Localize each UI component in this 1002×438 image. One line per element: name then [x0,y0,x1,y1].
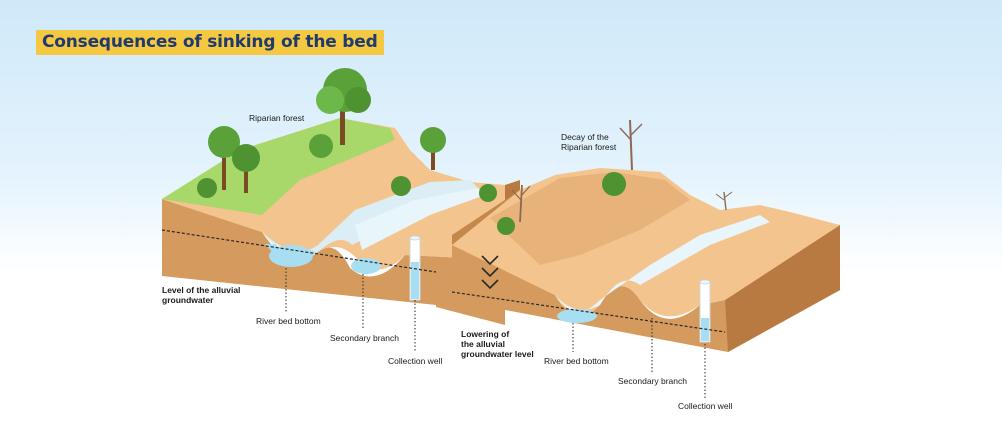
right-soil-block [451,168,840,352]
label-secondary-branch-left: Secondary branch [330,333,399,343]
label-riparian-forest: Riparian forest [249,113,305,123]
label-decay-riparian-forest: Decay of the Riparian forest [561,132,617,152]
label-secondary-branch-right: Secondary branch [618,376,687,386]
riparian-forest-trees [197,68,497,202]
diagram-title: Consequences of sinking of the bed [36,30,384,55]
leader-lines [285,268,706,398]
label-lowering-groundwater: Lowering of the alluvial groundwater lev… [461,329,534,359]
decayed-forest [497,119,733,235]
label-level-alluvial-groundwater: Level of the alluvial groundwater [162,285,241,305]
label-collection-well-left: Collection well [388,356,443,366]
label-river-bed-bottom-right: River bed bottom [544,356,609,366]
label-collection-well-right: Collection well [678,401,733,411]
label-river-bed-bottom-left: River bed bottom [256,316,321,326]
